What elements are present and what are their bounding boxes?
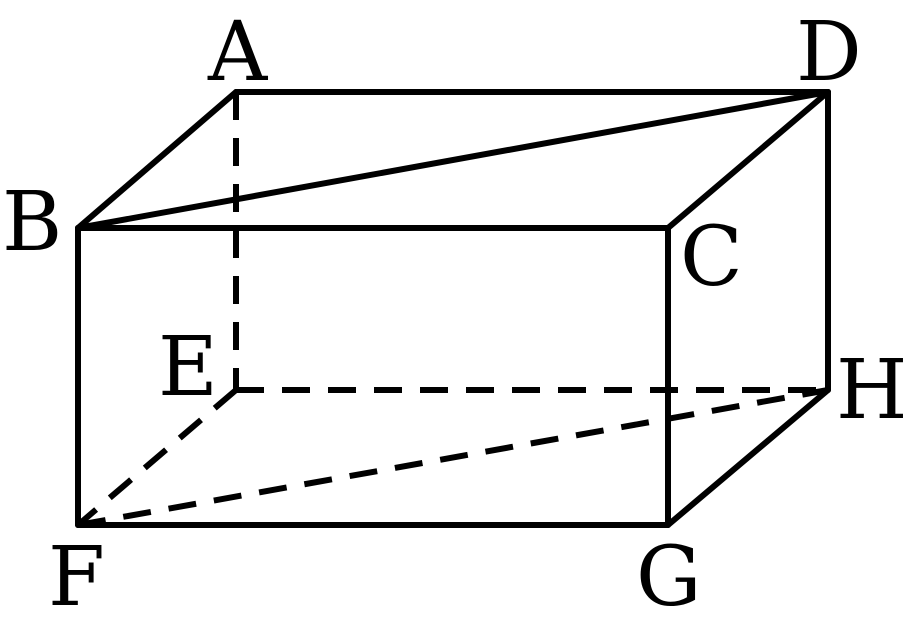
vertex-labels: A B C D E F G H: [2, 5, 908, 625]
hidden-edge-fh: [77, 387, 829, 528]
edge-dc: [665, 89, 831, 231]
vertex-label-f: F: [48, 530, 105, 625]
vertex-label-a: A: [207, 5, 269, 100]
vertex-label-d: D: [796, 5, 862, 100]
edge-bd: [75, 89, 831, 231]
edge-gh: [665, 387, 831, 528]
edge-ba: [75, 89, 239, 231]
vertex-label-e: E: [158, 320, 218, 415]
vertex-label-g: G: [636, 530, 702, 625]
vertex-label-h: H: [836, 343, 908, 438]
prism-edges: [75, 89, 831, 528]
vertex-label-b: B: [2, 175, 62, 270]
vertex-label-c: C: [680, 210, 743, 305]
hidden-edge-ef: [76, 387, 238, 528]
